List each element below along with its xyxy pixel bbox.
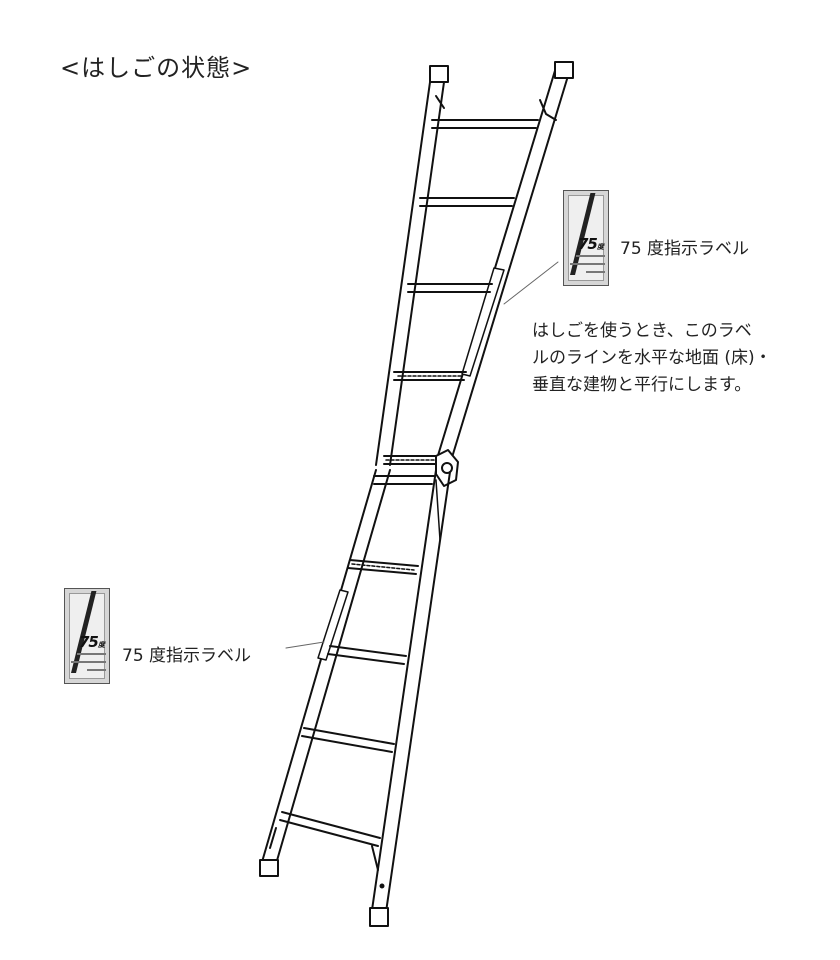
upper-right-rail	[435, 63, 558, 463]
upper-rungs	[383, 119, 539, 465]
lower-label-caption: 75 度指示ラベル	[122, 646, 252, 666]
sticker-angle-text: 75	[79, 633, 99, 651]
instruction-line-2: ルのラインを水平な地面 (床)・	[532, 348, 772, 368]
lower-right-rail	[371, 469, 437, 911]
sticker-unit-text: 度	[97, 641, 105, 649]
upper-label-plate	[461, 267, 505, 377]
instruction-text: はしごを使うとき、このラベ ルのラインを水平な地面 (床)・ 垂直な建物と平行に…	[532, 318, 832, 399]
instruction-line-3: 垂直な建物と平行にします。	[532, 375, 752, 395]
lower-left-rail	[261, 469, 377, 863]
lower-label-leader	[285, 641, 325, 649]
lower-right-rail-foot	[369, 907, 389, 927]
hinge	[435, 449, 459, 541]
sticker-angle-text: 75	[578, 235, 598, 253]
upper-label-caption: 75 度指示ラベル	[620, 239, 750, 259]
page-title: <はしごの状態>	[60, 54, 253, 82]
upper-right-rail-cap	[554, 61, 574, 79]
sticker-unit-text: 度	[596, 243, 604, 251]
lower-left-rail-foot	[259, 859, 279, 877]
upper-label-leader	[503, 261, 559, 305]
upper-75-degree-sticker: 75度	[563, 190, 609, 286]
lower-label-plate	[317, 589, 349, 661]
instruction-line-1: はしごを使うとき、このラベ	[532, 321, 752, 341]
lower-75-degree-sticker: 75度	[64, 588, 110, 684]
upper-left-rail-cap	[429, 65, 449, 83]
upper-left-rail	[375, 67, 433, 466]
lower-rungs	[279, 475, 435, 847]
